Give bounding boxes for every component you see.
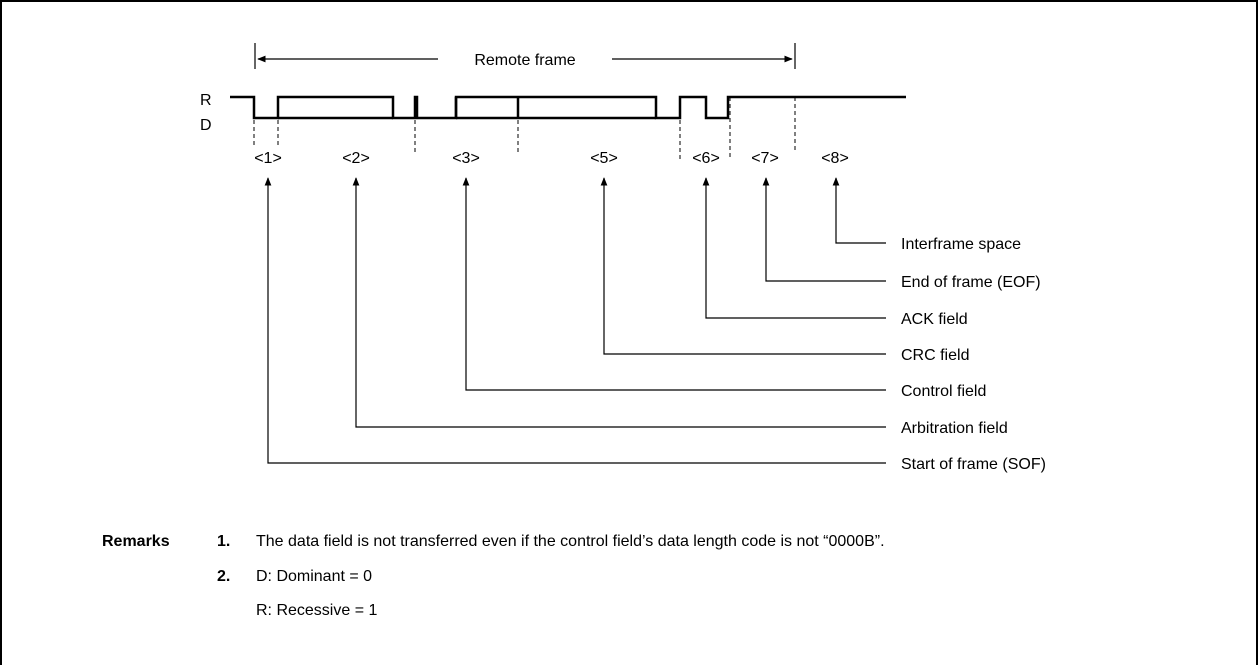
dominant-level-label: D [200,117,212,134]
marker-eof: <7> [751,150,779,167]
marker-arbitration: <2> [342,150,370,167]
label-eof: End of frame (EOF) [901,274,1041,291]
recessive-level-label: R [200,92,212,109]
remark-2-number: 2. [217,568,231,585]
marker-crc: <5> [590,150,618,167]
marker-sof: <1> [254,150,282,167]
label-sof: Start of frame (SOF) [901,456,1046,473]
remark-2-text: D: Dominant = 0 [256,568,373,585]
label-arbitration: Arbitration field [901,420,1008,437]
remote-frame-span: Remote frame [254,43,796,69]
label-crc: CRC field [901,347,969,364]
remark-1-text: The data field is not transferred even i… [256,533,885,550]
marker-ack: <6> [692,150,720,167]
label-ack: ACK field [901,311,968,328]
remark-2-text-continued: R: Recessive = 1 [256,602,378,619]
remarks-heading: Remarks [102,533,170,550]
remark-1-number: 1. [217,533,231,550]
label-control: Control field [901,383,986,400]
signal-waveform [230,95,906,120]
label-interframe: Interframe space [901,236,1021,253]
marker-control: <3> [452,150,480,167]
remote-frame-title: Remote frame [474,52,575,69]
field-boundaries [253,97,796,160]
marker-interframe: <8> [821,150,849,167]
leader-lines [264,177,886,464]
